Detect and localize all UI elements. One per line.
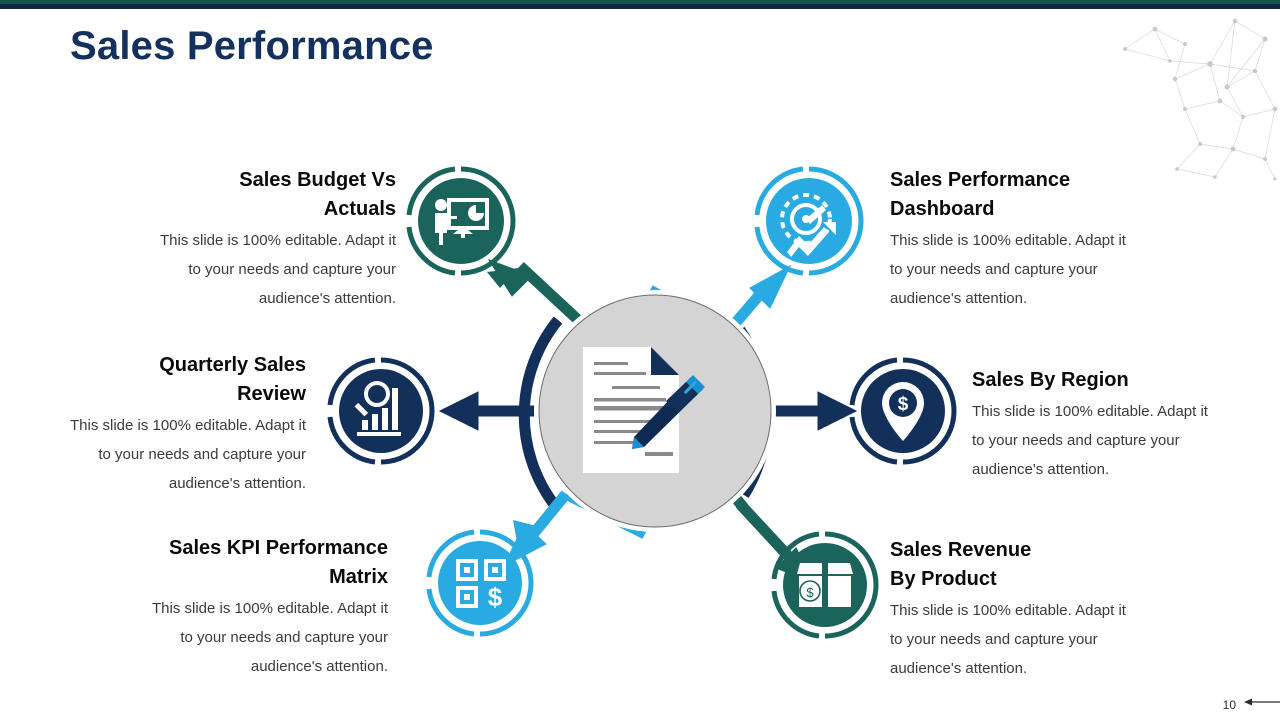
presentation-presenter-icon (435, 198, 489, 245)
text-block-quarterly-sales-review: Quarterly Sales Review This slide is 100… (30, 351, 306, 498)
document-with-pen-icon (583, 347, 705, 473)
text-block-sales-performance-dashboard: Sales Performance Dashboard This slide i… (890, 166, 1160, 313)
heading-sales-by-region: Sales By Region (972, 369, 1129, 391)
heading-sales-performance-dashboard: Sales Performance Dashboard (890, 169, 1071, 220)
body-sales-budget-vs-actuals: This slide is 100% editable. Adapt it to… (160, 232, 396, 307)
svg-text:$: $ (488, 582, 503, 612)
text-block-sales-kpi-performance-matrix: Sales KPI Performance Matrix This slide … (118, 534, 388, 681)
cursor-arrow-icon (487, 268, 519, 288)
page-back-arrow-icon (1244, 698, 1280, 706)
heading-sales-kpi-performance-matrix: Sales KPI Performance Matrix (169, 537, 388, 588)
page-title: Sales Performance (70, 24, 434, 68)
center-hub (534, 290, 776, 532)
heading-sales-budget-vs-actuals: Sales Budget Vs Actuals (239, 169, 396, 220)
top-rule-teal (0, 0, 1280, 4)
heading-quarterly-sales-review: Quarterly Sales Review (159, 354, 306, 405)
magnifier-bar-chart-icon (354, 381, 401, 436)
svg-text:$: $ (898, 394, 909, 415)
body-sales-performance-dashboard: This slide is 100% editable. Adapt it to… (890, 232, 1126, 307)
open-box-dollar-icon: $ (797, 563, 853, 607)
kpi-matrix-dollar-icon (456, 559, 506, 608)
connector-to-dashboard (647, 264, 792, 339)
connector-to-budget (487, 259, 633, 473)
top-rule-navy (0, 4, 1280, 9)
dashboard-gauge-icon (780, 193, 832, 245)
network-decoration-icon (1123, 18, 1278, 181)
connector-to-region (735, 326, 858, 498)
body-quarterly-sales-review: This slide is 100% editable. Adapt it to… (70, 417, 306, 492)
connector-to-revenue (709, 468, 818, 585)
node-icon-sales-kpi-performance-matrix[interactable]: $ (426, 520, 545, 637)
node-icon-sales-by-region[interactable]: $ (849, 357, 957, 465)
pen-icon (632, 375, 705, 449)
page-number: 10 (1222, 698, 1236, 712)
text-block-sales-revenue-by-product: Sales Revenue By Product This slide is 1… (890, 536, 1158, 683)
heading-sales-revenue-by-product: Sales Revenue By Product (890, 539, 1032, 590)
node-icon-quarterly-sales-review[interactable] (327, 357, 435, 465)
connector-to-kpi (502, 489, 648, 568)
node-icon-sales-revenue-by-product[interactable]: $ (771, 531, 879, 639)
text-block-sales-by-region: Sales By Region This slide is 100% edita… (972, 366, 1240, 484)
text-block-sales-budget-vs-actuals: Sales Budget Vs Actuals This slide is 10… (60, 166, 396, 313)
node-icon-sales-budget-vs-actuals[interactable] (406, 166, 519, 288)
cursor-arrow-icon (513, 520, 545, 548)
svg-text:$: $ (806, 585, 814, 600)
connector-to-quarterly (438, 316, 563, 507)
map-pin-dollar-icon: $ (882, 382, 924, 441)
body-sales-by-region: This slide is 100% editable. Adapt it to… (972, 403, 1208, 478)
node-icon-sales-performance-dashboard[interactable] (754, 166, 864, 276)
body-sales-revenue-by-product: This slide is 100% editable. Adapt it to… (890, 602, 1126, 677)
body-sales-kpi-performance-matrix: This slide is 100% editable. Adapt it to… (152, 600, 388, 675)
